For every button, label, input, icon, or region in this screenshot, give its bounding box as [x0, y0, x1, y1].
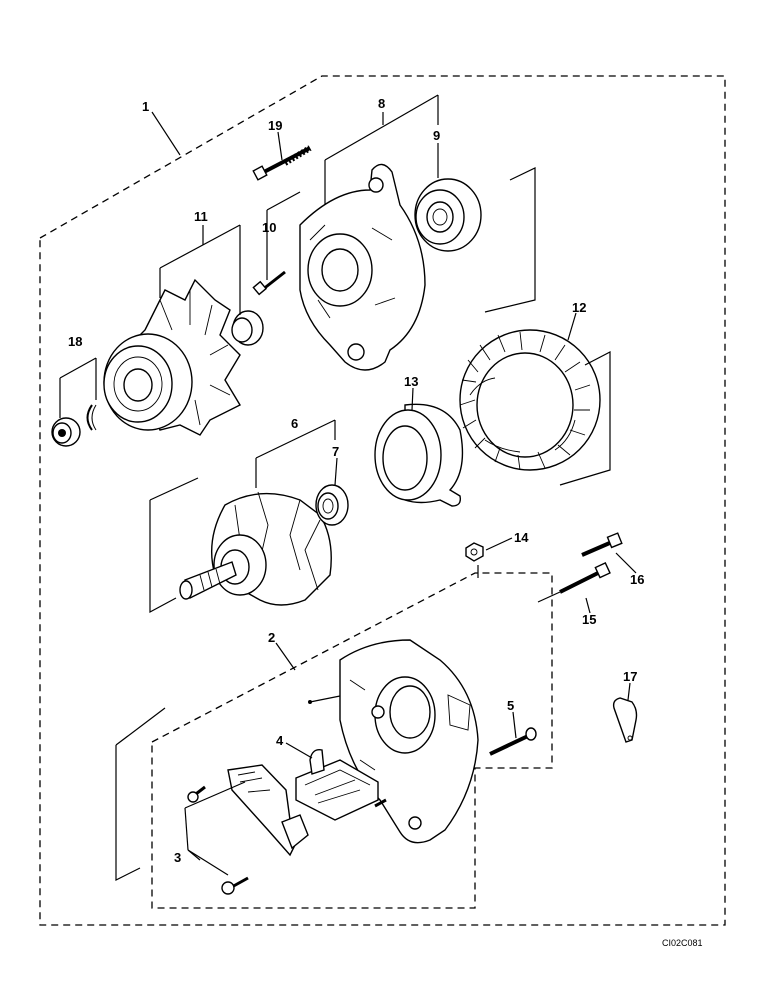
- rectifier: [295, 749, 387, 821]
- callout-15: 15: [582, 612, 596, 627]
- callout-13: 13: [404, 374, 418, 389]
- callout-10: 10: [262, 220, 276, 235]
- clip-17: [612, 697, 638, 743]
- bolt-15: [559, 562, 611, 594]
- callout-3: 3: [174, 850, 181, 865]
- callout-16: 16: [630, 572, 644, 587]
- callout-2: 2: [268, 630, 275, 645]
- front-bearing: [414, 178, 482, 252]
- callout-19: 19: [268, 118, 282, 133]
- callout-7: 7: [332, 444, 339, 459]
- callout-11: 11: [194, 209, 208, 224]
- callout-4: 4: [276, 733, 284, 748]
- regulator-screw-upper: [187, 785, 206, 803]
- callout-18: 18: [68, 334, 82, 349]
- bolt-16: [581, 532, 623, 557]
- voltage-regulator: [227, 764, 309, 857]
- callout-6: 6: [291, 416, 298, 431]
- spacer-collar: [231, 310, 264, 346]
- drawing-code: CI02C081: [662, 938, 703, 948]
- screw-10: [252, 270, 286, 296]
- stator: [459, 329, 601, 471]
- callout-9: 9: [433, 128, 440, 143]
- drive-end-housing: [299, 163, 426, 371]
- callout-8: 8: [378, 96, 385, 111]
- callout-labels: 1 2 3 4 5 6 7 8 9 10 11 12 13 14 15 16 1…: [68, 96, 644, 865]
- callout-17: 17: [623, 669, 637, 684]
- pulley: [103, 333, 193, 431]
- regulator-screw-lower: [221, 876, 249, 895]
- rotor: [179, 491, 332, 606]
- callout-12: 12: [572, 300, 586, 315]
- callout-5: 5: [507, 698, 514, 713]
- callout-14: 14: [514, 530, 529, 545]
- rear-bearing: [315, 484, 349, 526]
- assembly-1-boundary: [39, 75, 726, 926]
- through-bolt-19: [252, 145, 312, 181]
- spring-washer: [86, 404, 97, 431]
- callout-1: 1: [142, 99, 149, 114]
- bolt-5: [489, 727, 537, 756]
- terminal-nut-14: [465, 542, 484, 562]
- bearing-retainer: [374, 403, 464, 507]
- bracket-lines: [59, 94, 637, 881]
- pulley-nut: [51, 417, 81, 447]
- assembly-2-boundary: [151, 572, 553, 909]
